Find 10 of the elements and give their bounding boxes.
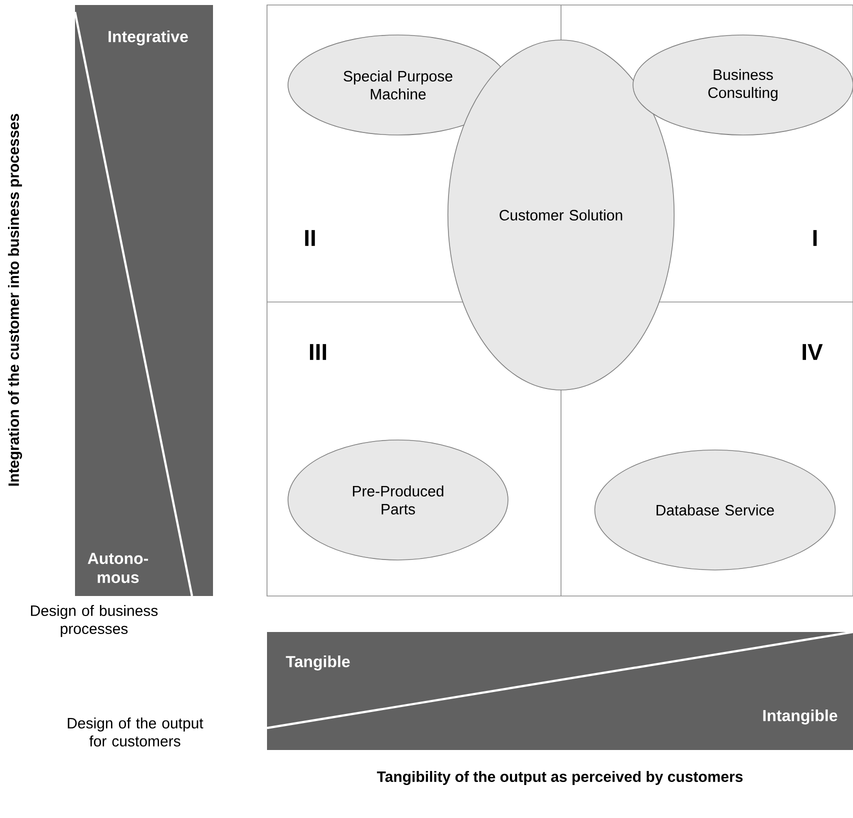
axis-label: Integration of the customer into business processes <box>8 114 22 486</box>
band: Integrative Autono- mous <box>74 5 213 596</box>
row-label: Design of the output for customers <box>68 718 204 746</box>
quadrant-number: IV <box>802 344 823 360</box>
row-label: Design of business processes <box>31 605 158 637</box>
quadrant-number: III <box>310 344 326 360</box>
quadrant-number: II <box>305 230 315 246</box>
band: Tangible Intangible <box>266 630 853 750</box>
axis-label: Tangibility of the output as perceived by customers <box>376 770 743 786</box>
quadrant-number: I <box>813 230 817 246</box>
